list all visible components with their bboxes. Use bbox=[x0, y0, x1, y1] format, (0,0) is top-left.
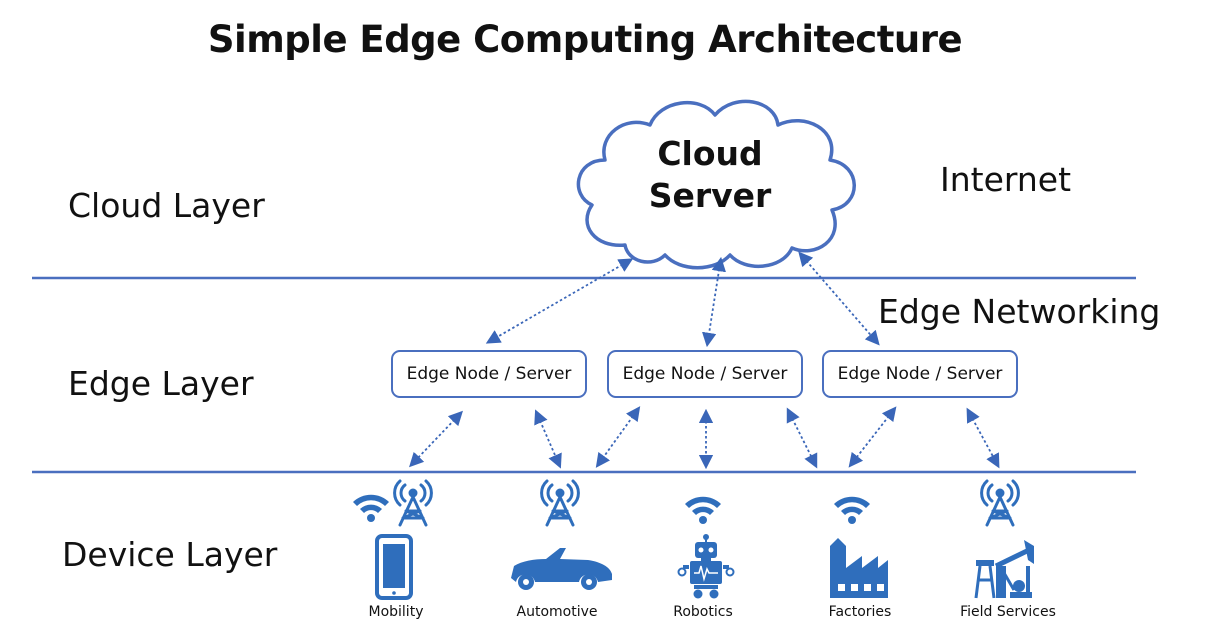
cloud-label-line1: Cloud bbox=[657, 134, 763, 173]
arrow-edge-device-5 bbox=[786, 407, 818, 469]
edge-node-1: Edge Node / Server bbox=[391, 350, 587, 398]
arrow-edge-device-1 bbox=[409, 410, 463, 468]
cloud-shape bbox=[576, 99, 856, 270]
device-label-mobility: Mobility bbox=[368, 604, 424, 620]
car-icon bbox=[511, 548, 612, 590]
device-label-factories: Factories bbox=[828, 604, 892, 620]
cloud-layer-label: Cloud Layer bbox=[68, 186, 265, 225]
edge-networking-label: Edge Networking bbox=[878, 292, 1161, 331]
factory-icon bbox=[830, 538, 888, 598]
diagram-title: Simple Edge Computing Architecture bbox=[207, 18, 963, 61]
arrow-edge-device-2 bbox=[534, 409, 562, 469]
internet-label: Internet bbox=[940, 160, 1072, 199]
device-layer-label: Device Layer bbox=[62, 535, 278, 574]
edge-node-3: Edge Node / Server bbox=[822, 350, 1018, 398]
device-label-automotive: Automotive bbox=[516, 604, 598, 620]
edge-layer-label: Edge Layer bbox=[68, 364, 254, 403]
device-label-robotics: Robotics bbox=[673, 604, 733, 620]
cell-tower-icon bbox=[540, 479, 580, 527]
wifi-icon bbox=[834, 496, 870, 524]
wifi-icon bbox=[685, 496, 721, 524]
device-label-field-services: Field Services bbox=[960, 604, 1056, 620]
cell-tower-icon bbox=[393, 479, 433, 527]
arrow-edge-device-3 bbox=[595, 406, 641, 468]
robot-icon bbox=[677, 534, 735, 599]
cell-tower-icon bbox=[980, 479, 1020, 527]
smartphone-icon bbox=[375, 534, 413, 600]
cloud-label-line2: Server bbox=[648, 176, 772, 215]
oil-pump-icon bbox=[974, 540, 1034, 599]
arrow-cloud-edge-3 bbox=[798, 251, 880, 346]
edge-node-2: Edge Node / Server bbox=[607, 350, 803, 398]
arrow-edge-device-7 bbox=[966, 407, 1000, 469]
wifi-icon bbox=[353, 494, 389, 522]
arrow-edge-device-6 bbox=[848, 406, 897, 468]
arrow-cloud-edge-1 bbox=[485, 258, 634, 344]
arrow-cloud-edge-2 bbox=[702, 256, 726, 348]
cloud-server-label: Cloud Server bbox=[610, 133, 810, 217]
